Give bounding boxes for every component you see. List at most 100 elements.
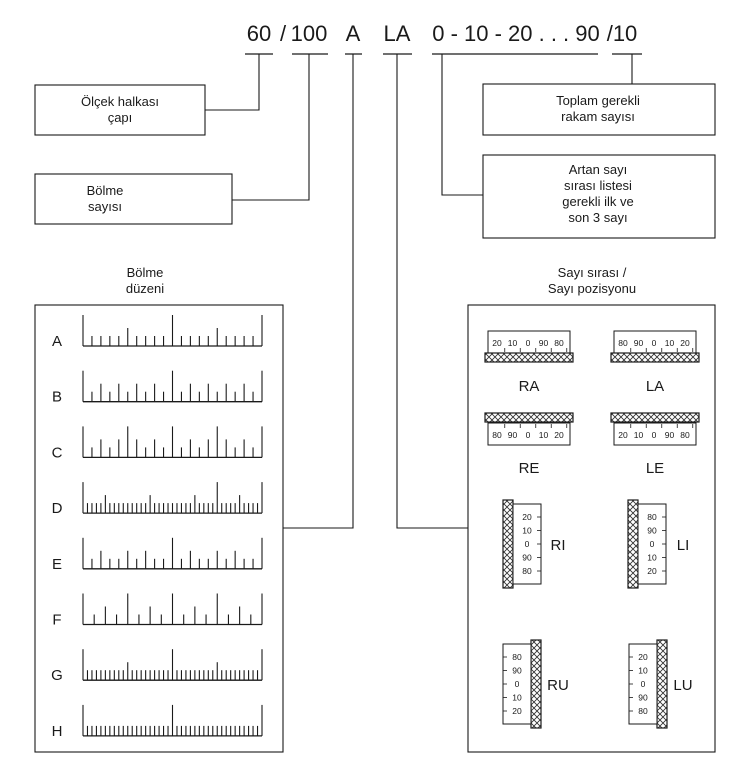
pattern-label: A [52,333,62,350]
knurled-ring [610,352,700,363]
scale-face [502,643,532,725]
pattern-label: H [52,723,63,740]
pattern-row-g: G [51,649,263,684]
dial-number: 0 [652,430,657,440]
dial-number: 80 [522,566,532,576]
dial-number: 10 [512,693,522,703]
callout-sequence-line3: gerekli ilk ve [562,194,634,209]
knurled-ring [627,499,639,589]
leader-lines [205,54,633,529]
dial-number: 10 [665,338,675,348]
dial-number: 0 [526,430,531,440]
dial-number: 90 [634,338,644,348]
knurled-ring [484,352,574,363]
position-code: RA [519,378,540,395]
knurled-ring [656,639,668,729]
pattern-row-b: B [52,370,263,406]
position-code: LA [646,378,664,395]
dial-number: 80 [680,430,690,440]
callout-digits-line1: Toplam gerekli [556,93,640,108]
code-divisions: 100 [291,21,328,46]
dial-number: 20 [522,512,532,522]
callout-divisions-line2: sayısı [88,199,122,214]
knurled-ring [484,412,574,423]
callout-sequence-line2: sırası listesi [564,178,632,193]
code-position: LA [384,21,411,46]
callout-sequence-line1: Artan sayı [569,162,628,177]
code-digits: /10 [607,21,638,46]
dial-number: 0 [526,338,531,348]
dial-number: 80 [618,338,628,348]
patterns-title-line1: Bölme [127,265,164,280]
position-code: LU [673,677,692,694]
dial-number: 10 [539,430,549,440]
code-slash: / [280,21,287,46]
dial-number: 80 [638,706,648,716]
knurled-ring [502,499,514,589]
dial-number: 90 [638,693,648,703]
dial-number: 0 [641,679,646,689]
dial-number: 80 [647,512,657,522]
position-code: RI [551,537,566,554]
dial-number: 90 [539,338,549,348]
callout-sequence-line4: son 3 sayı [568,210,627,225]
dial-number: 0 [650,539,655,549]
pattern-label: F [52,612,61,629]
callout-diameter: Ölçek halkası çapı [34,84,206,136]
dial-number: 90 [512,666,522,676]
dial-number: 90 [508,430,518,440]
callout-diameter-line1: Ölçek halkası [81,94,159,109]
position-code: RE [519,460,540,477]
code-sequence: 0 - 10 - 20 . . . 90 [432,21,600,46]
dial-number: 20 [618,430,628,440]
knurled-ring [610,412,700,423]
order-code: 60 / 100 A LA 0 - 10 - 20 . . . 90 /10 [247,21,638,46]
patterns-title-line2: düzeni [126,281,164,296]
dial-number: 90 [647,526,657,536]
dial-number: 10 [647,553,657,563]
callout-sequence: Artan sayı sırası listesi gerekli ilk ve… [482,154,716,239]
pattern-row-a: A [52,315,263,350]
scale-face [628,643,658,725]
dial-number: 0 [515,679,520,689]
pattern-label: C [52,444,63,461]
scale-face [487,422,571,446]
dial-number: 10 [638,666,648,676]
pattern-label: G [51,667,63,684]
dial-number: 20 [554,430,564,440]
dial-number: 20 [647,566,657,576]
dial-number: 80 [512,652,522,662]
dial-number: 0 [525,539,530,549]
dial-number: 0 [652,338,657,348]
knurled-ring [530,639,542,729]
dial-number: 10 [634,430,644,440]
scale-face [613,422,697,446]
callout-diameter-line2: çapı [108,110,133,125]
code-pattern: A [346,21,361,46]
callout-divisions-line1: Bölme [87,183,124,198]
dial-number: 20 [680,338,690,348]
dial-number: 90 [522,553,532,563]
pattern-label: D [52,500,63,517]
dial-number: 80 [554,338,564,348]
dial-number: 10 [522,526,532,536]
pattern-label: B [52,389,62,406]
callout-digits-line2: rakam sayısı [561,109,635,124]
positions-title-line1: Sayı sırası / [558,265,627,280]
pattern-row-f: F [52,593,263,629]
callout-digits: Toplam gerekli rakam sayısı [482,83,716,136]
code-diameter: 60 [247,21,271,46]
callout-divisions: Bölme sayısı [34,173,233,225]
